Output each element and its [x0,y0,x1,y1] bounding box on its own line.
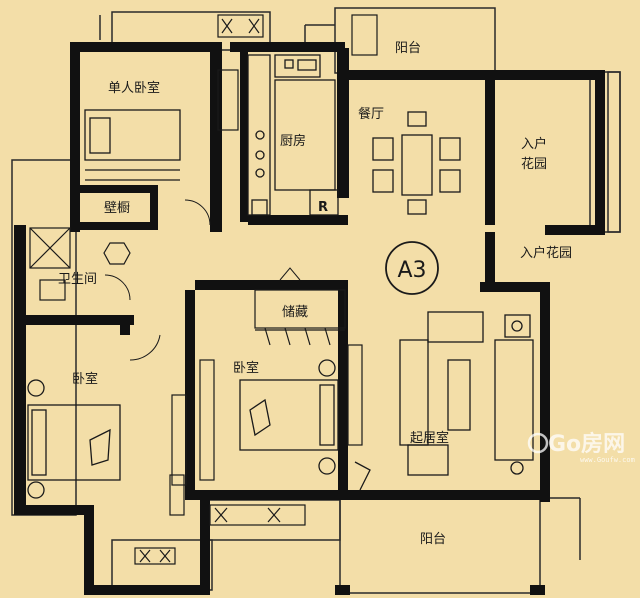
room-label-dining: 餐厅 [358,106,384,122]
unit-badge: A3 [397,258,426,283]
left-bedroom-bed [27,379,121,499]
room-label-balcony-bottom: 阳台 [420,532,446,547]
room-label-single-bedroom: 单人卧室 [108,80,160,96]
watermark: Go房网 www.Goufw.com [527,431,635,464]
door-arcs [104,199,301,361]
center-bedroom-bed [239,359,339,475]
walls [14,42,605,595]
single-bed [84,109,181,181]
windows [134,14,378,565]
kitchen-counters [247,54,339,216]
room-label-bedroom-center: 卧室 [233,360,259,376]
room-label-balcony-top: 阳台 [395,41,421,56]
unit-badge-circle [385,241,439,295]
room-label-kitchen: 厨房 [280,133,306,149]
room-label-entry-garden-line1: 入户 [521,136,547,152]
watermark-url: www.Goufw.com [580,456,635,464]
dining-table [372,111,461,215]
room-label-storage: 储藏 [282,305,308,320]
storage-shelf [254,289,346,346]
bathroom-fixtures [29,227,131,301]
room-label-entry-garden: 入户花园 [520,245,572,261]
room-label-living-room: 起居室 [410,430,449,446]
watermark-logo-icon [527,432,549,454]
room-label-entry-garden-line2: 花园 [521,156,547,172]
room-label-bathroom: 卫生间 [58,272,97,287]
room-label-closet: 壁橱 [104,201,130,216]
room-label-bedroom-left: 卧室 [72,371,98,387]
living-room-sofa [354,311,534,491]
fridge-label: R [318,200,328,215]
watermark-brand: Go房网 [548,431,625,457]
